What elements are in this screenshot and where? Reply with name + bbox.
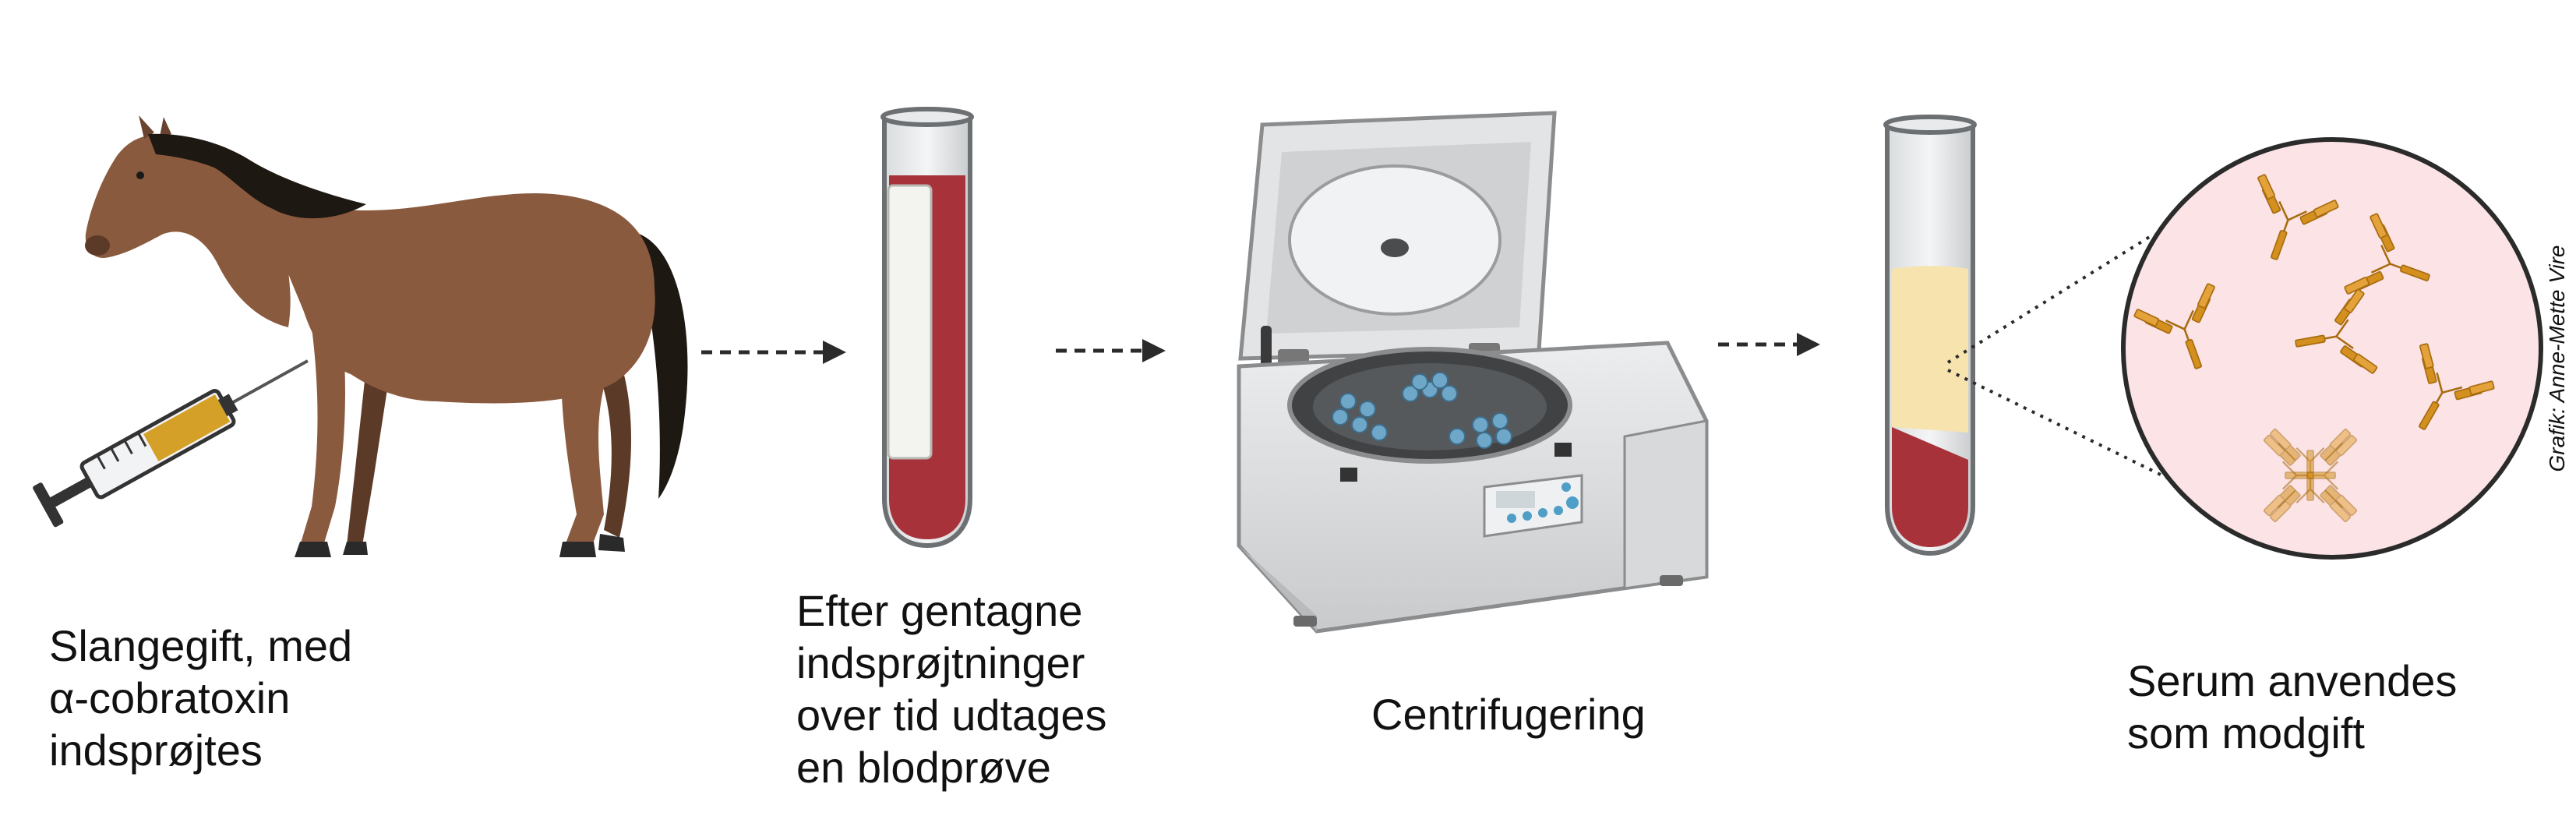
antibody-view	[2121, 137, 2543, 560]
caption-line: over tid udtages	[796, 690, 1107, 740]
credit-label: Grafik: Anne-Mette Vire	[2542, 234, 2573, 483]
centrifuge-icon	[1237, 111, 1709, 634]
magnifier-lines	[1946, 232, 2171, 481]
caption-line: som modgift	[2127, 708, 2365, 758]
caption-line: Slangegift, med	[49, 621, 353, 670]
caption-line: Efter gentagne	[796, 586, 1083, 635]
caption-line: Centrifugering	[1371, 690, 1646, 739]
caption-line: en blodprøve	[796, 743, 1051, 792]
caption-line: indsprøjtninger	[796, 638, 1085, 687]
serum-tube-icon	[1883, 115, 1977, 556]
horse-icon	[85, 115, 688, 557]
caption-line: indsprøjtes	[49, 726, 263, 775]
caption-line: α-cobratoxin	[49, 673, 291, 722]
caption-centrifuge: Centrifugering	[1371, 688, 1646, 740]
blood-tube-icon	[880, 107, 974, 549]
syringe-icon	[33, 359, 309, 528]
caption-line: Serum anvendes	[2127, 656, 2458, 705]
credit-text: Grafik: Anne-Mette Vire	[2545, 245, 2569, 472]
